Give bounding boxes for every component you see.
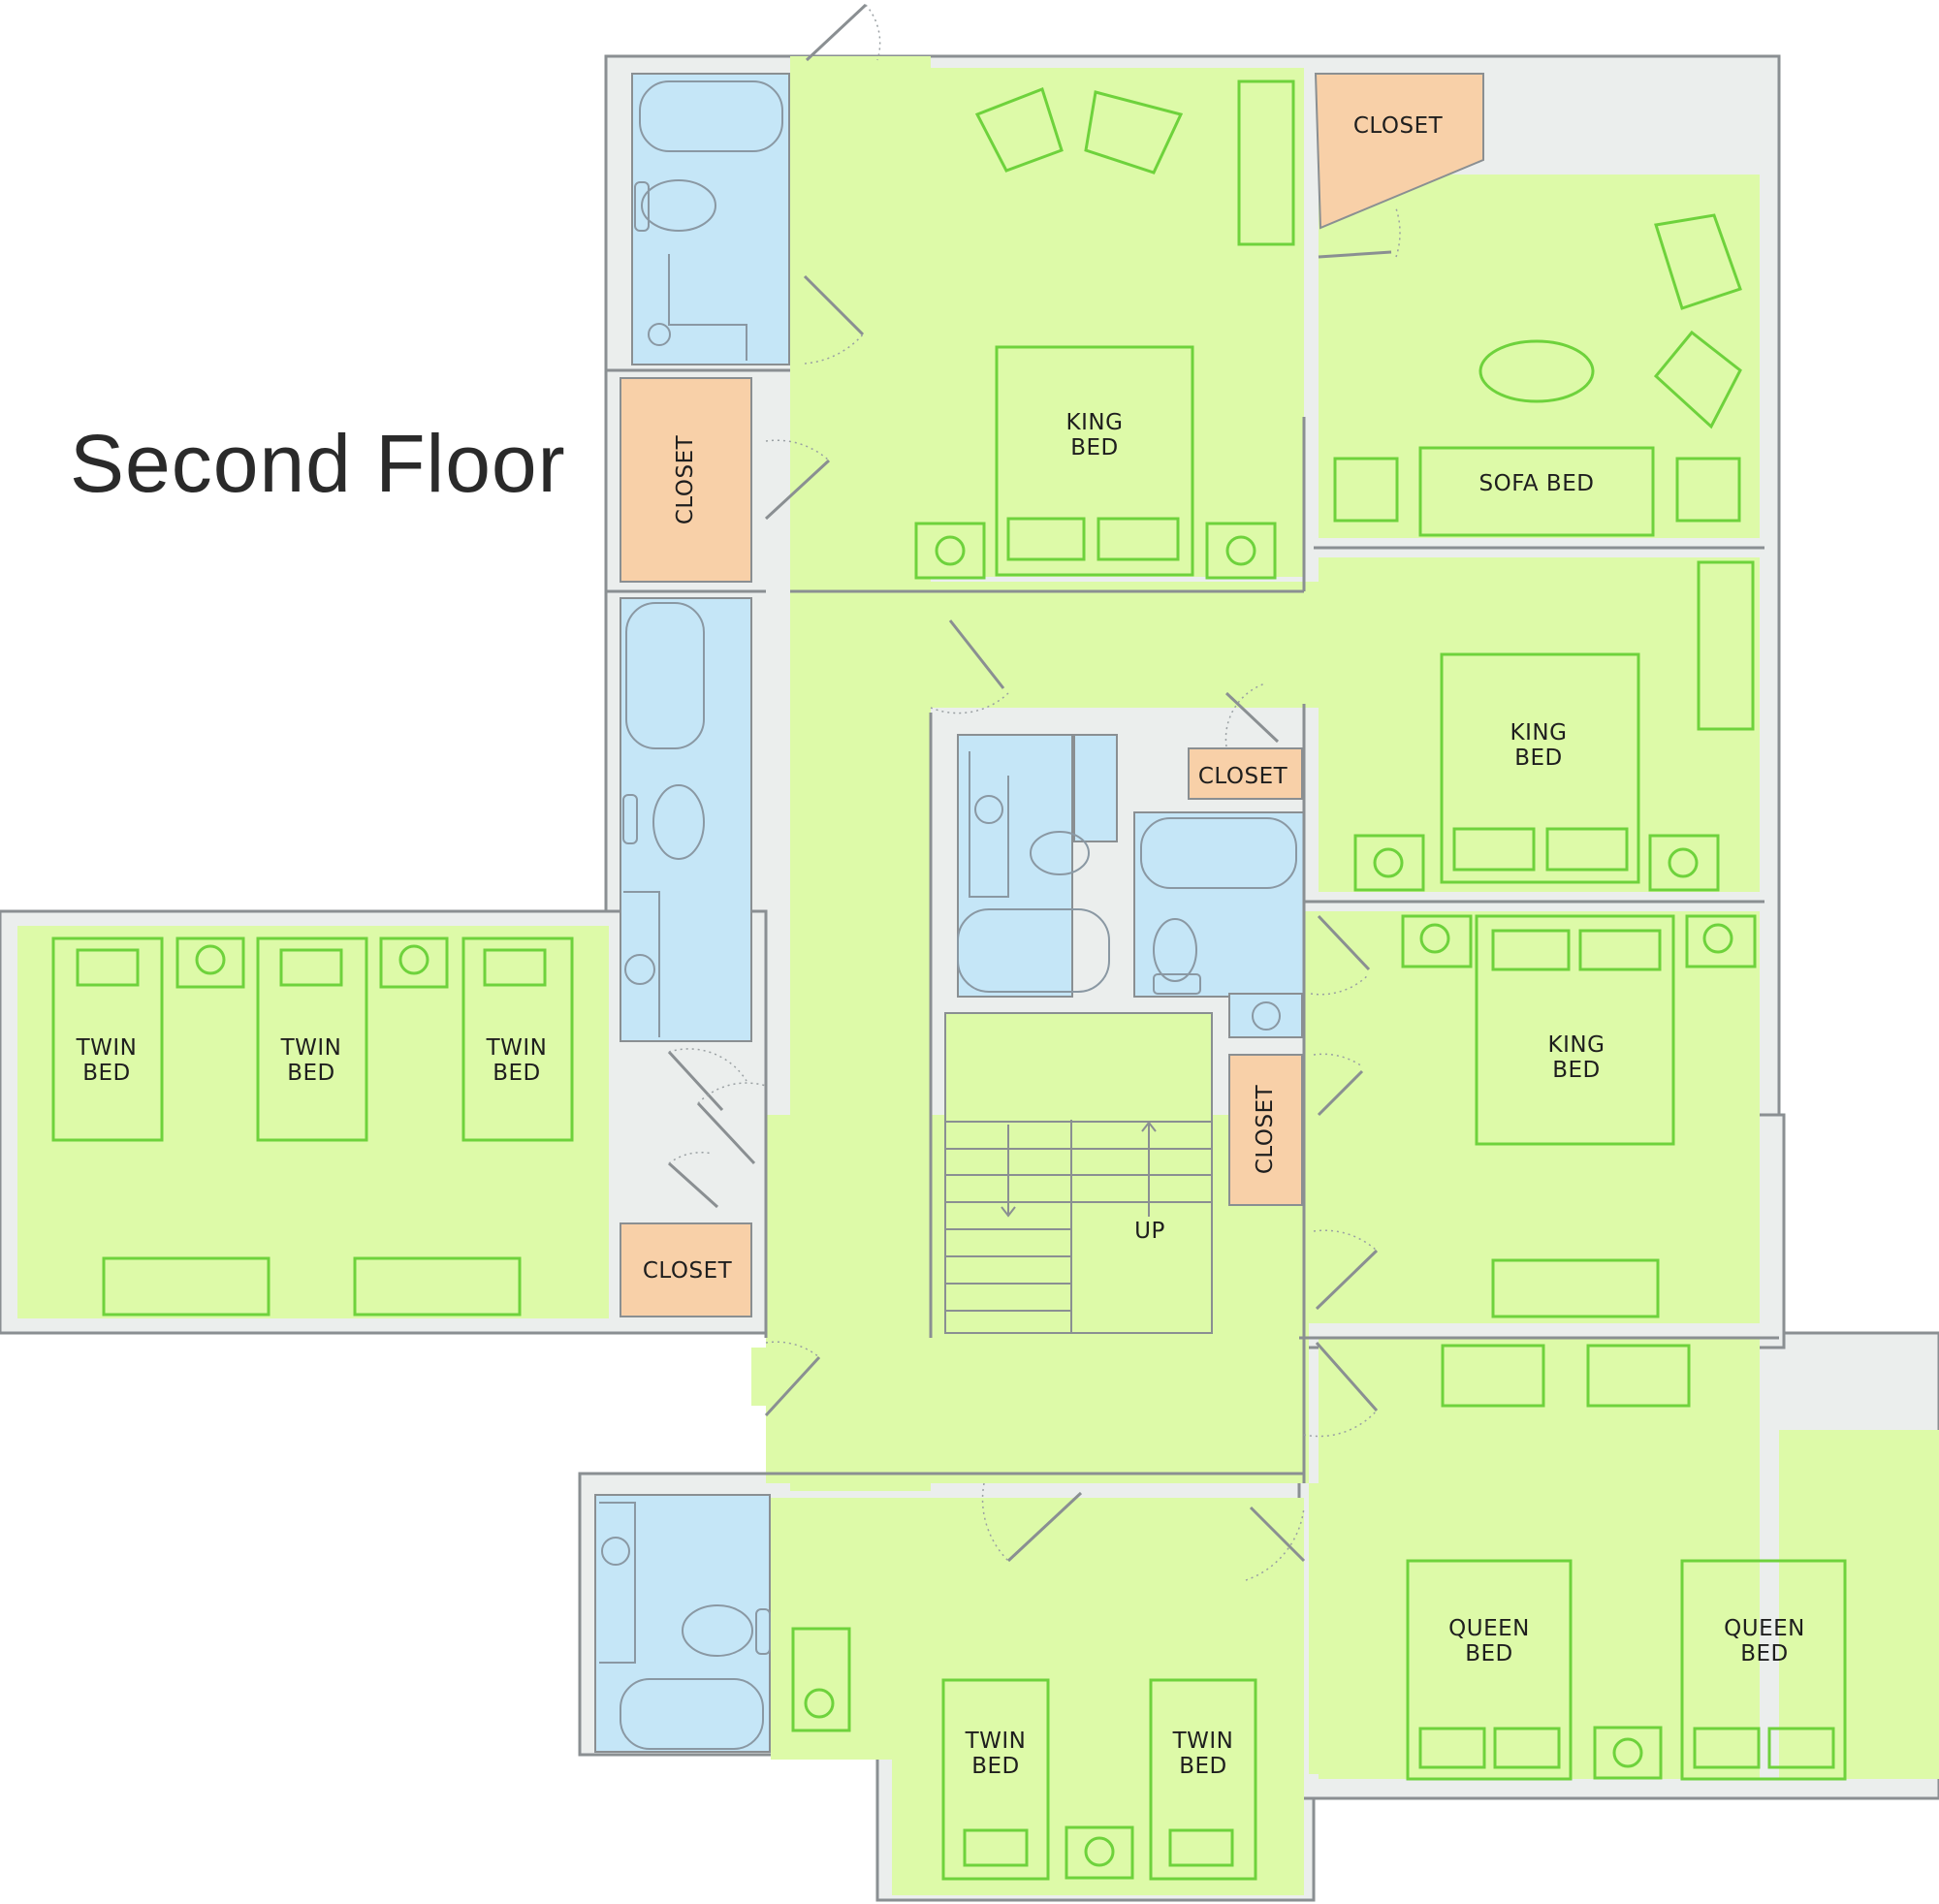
closets xyxy=(620,73,1484,1317)
bathroom-center-left xyxy=(957,734,1073,998)
bathroom-west xyxy=(620,597,752,1042)
room-floors xyxy=(17,56,1939,1895)
twin-bed-2-label-2: BED xyxy=(287,1061,335,1086)
sink-icon xyxy=(1252,1001,1281,1031)
coffee-table xyxy=(1478,339,1595,403)
king-bed-3-label-1: KING xyxy=(1548,1032,1605,1058)
toilet-icon xyxy=(641,179,716,232)
armchair xyxy=(1084,90,1184,175)
side-table xyxy=(1675,457,1741,523)
bathrooms xyxy=(594,73,1305,1753)
toilet-icon xyxy=(652,784,705,860)
queen-bed-1-label-1: QUEEN xyxy=(1448,1616,1530,1641)
twin-bed xyxy=(51,936,164,1142)
closet-left-upper xyxy=(620,377,752,583)
queen-bed-1-label-2: BED xyxy=(1465,1641,1513,1666)
sink-icon xyxy=(624,954,655,985)
king-bed-2-label-1: KING xyxy=(1510,720,1568,746)
twin-bed-4-label-1: TWIN xyxy=(965,1729,1027,1754)
bathroom-fixtures xyxy=(599,80,1297,1750)
toilet-icon xyxy=(1030,831,1090,875)
sofa-bed-label: SOFA BED xyxy=(1479,471,1595,496)
closet-top-label: CLOSET xyxy=(1353,113,1444,139)
dresser xyxy=(353,1256,522,1317)
nightstand xyxy=(1353,834,1425,892)
twin-bed-4-label-2: BED xyxy=(971,1754,1020,1779)
dresser xyxy=(1491,1258,1660,1318)
interior-walls xyxy=(582,368,1779,1483)
nightstand xyxy=(175,936,245,989)
closet-center xyxy=(1188,747,1303,800)
bathtub-icon xyxy=(625,602,705,749)
floor-title: Second Floor xyxy=(70,418,566,509)
nightstand xyxy=(1401,914,1473,968)
staircase xyxy=(944,1012,1213,1334)
sink-icon xyxy=(648,323,671,346)
closet-left-lower xyxy=(620,1222,752,1317)
vanity xyxy=(791,1627,851,1732)
dresser xyxy=(102,1256,270,1317)
queen-bed-2-label-2: BED xyxy=(1740,1641,1789,1666)
queen-bed xyxy=(1406,1559,1573,1781)
twin-bed-5-label-2: BED xyxy=(1179,1754,1227,1779)
bathtub-icon xyxy=(1140,817,1297,889)
doors xyxy=(667,3,1401,1581)
sofa-bed xyxy=(1418,446,1655,537)
closet-master xyxy=(1314,73,1484,230)
desk xyxy=(1441,1344,1545,1408)
king-bed-2-label-2: BED xyxy=(1514,746,1563,771)
bathtub-icon xyxy=(620,1678,764,1750)
twin-bed-1-label-2: BED xyxy=(82,1061,131,1086)
king-bed xyxy=(995,345,1194,577)
twin-bed-3-label-2: BED xyxy=(493,1061,541,1086)
toilet-icon xyxy=(1153,918,1197,982)
twin-bed xyxy=(256,936,368,1142)
closet-left-upper-label: CLOSET xyxy=(673,434,698,524)
sink-icon xyxy=(601,1537,630,1566)
king-bed xyxy=(1440,652,1640,884)
nightstand xyxy=(914,522,986,580)
king-bed-1-label-1: KING xyxy=(1066,410,1124,435)
desk xyxy=(1586,1344,1691,1408)
dresser xyxy=(1697,560,1755,731)
sink-icon xyxy=(974,795,1003,824)
nightstand xyxy=(1685,914,1757,968)
nightstand xyxy=(1065,1825,1134,1880)
twin-bed-2-label-1: TWIN xyxy=(280,1035,342,1061)
nightstand xyxy=(1205,522,1277,580)
bathtub-icon xyxy=(957,908,1110,993)
closet-left-lower-label: CLOSET xyxy=(643,1258,733,1284)
armchair xyxy=(1654,213,1742,310)
bathtub-icon xyxy=(639,80,783,152)
closet-center-vertical-label: CLOSET xyxy=(1253,1084,1278,1174)
king-bed xyxy=(1475,914,1675,1146)
toilet-icon xyxy=(682,1604,753,1657)
stairs-up-label: UP xyxy=(1134,1219,1165,1244)
twin-bed-1-label-1: TWIN xyxy=(76,1035,138,1061)
closet-center-label: CLOSET xyxy=(1198,764,1288,789)
furniture xyxy=(51,79,1847,1881)
nightstand xyxy=(1593,1726,1663,1780)
nightstand xyxy=(379,936,449,989)
twin-bed xyxy=(941,1678,1050,1881)
king-bed-1-label-2: BED xyxy=(1070,435,1119,460)
bathroom-center-right xyxy=(1133,811,1305,998)
nightstand xyxy=(1648,834,1720,892)
twin-bed xyxy=(1149,1678,1257,1881)
armchair xyxy=(1653,330,1742,429)
queen-bed xyxy=(1680,1559,1847,1781)
twin-bed xyxy=(461,936,574,1142)
closet-center-vertical xyxy=(1228,1054,1303,1206)
twin-bed-5-label-1: TWIN xyxy=(1172,1729,1234,1754)
room-labels: KING BED KING BED KING BED SOFA BED CLOS… xyxy=(76,113,1805,1779)
twin-bed-3-label-1: TWIN xyxy=(486,1035,548,1061)
king-bed-3-label-2: BED xyxy=(1552,1058,1601,1083)
bathroom-south xyxy=(594,1494,771,1753)
armchair xyxy=(974,87,1064,173)
side-table xyxy=(1333,457,1399,523)
queen-bed-2-label-1: QUEEN xyxy=(1724,1616,1805,1641)
dresser xyxy=(1237,79,1295,246)
